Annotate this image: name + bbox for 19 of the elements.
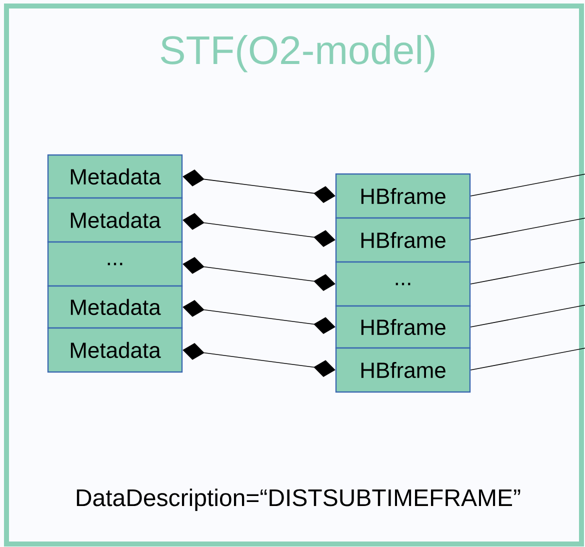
connector [182, 343, 336, 377]
connector [470, 304, 585, 328]
cell: Metadata [47, 154, 183, 199]
cell: HBframe [335, 173, 471, 219]
connector [470, 218, 585, 240]
cell: HBframe [335, 347, 471, 393]
cell: Metadata [47, 285, 183, 329]
connector [470, 262, 585, 284]
connector [470, 348, 585, 370]
cell: HBframe [335, 305, 471, 349]
cell: Metadata [47, 327, 183, 373]
cell: HBframe [335, 217, 471, 263]
connector [470, 174, 585, 196]
cell: Metadata [47, 197, 183, 243]
cell: ... [335, 261, 471, 307]
cell: ... [47, 241, 183, 287]
connector [182, 300, 336, 334]
connector [182, 213, 336, 247]
connector [182, 257, 336, 291]
